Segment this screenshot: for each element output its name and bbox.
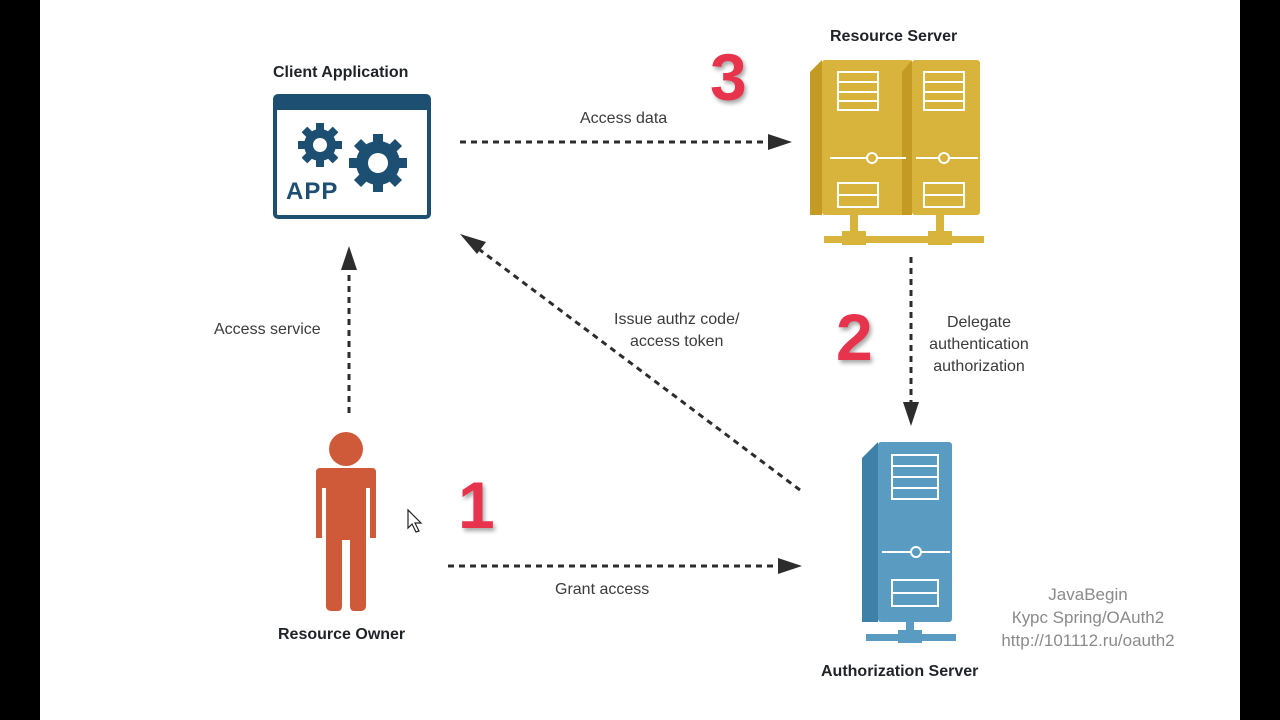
watermark: JavaBegin Курс Spring/OAuth2 http://1011…: [968, 583, 1208, 652]
authorization-server-icon: [862, 442, 956, 643]
diagram-graphics: [273, 60, 984, 643]
resource-server-icon: [810, 60, 984, 245]
watermark-line1: JavaBegin: [1048, 585, 1128, 604]
authorization-server-title: Authorization Server: [821, 663, 979, 680]
edge-label-grant-access: Grant access: [555, 581, 650, 598]
arrow-issue-token: [479, 248, 801, 492]
arrow-delegate-head: [903, 402, 919, 426]
resource-owner-icon: [316, 432, 376, 611]
arrow-access-data-head: [768, 134, 792, 150]
watermark-line2: Курс Spring/OAuth2: [1011, 608, 1165, 627]
watermark-line3: http://101112.ru/oauth2: [1001, 631, 1175, 650]
client-application-title: Client Application: [273, 64, 409, 81]
edge-label-delegate-line3: authorization: [933, 358, 1025, 375]
edge-label-delegate-line1: Delegate: [946, 314, 1012, 331]
resource-server-title: Resource Server: [830, 28, 958, 45]
edge-label-issue-token: Issue authz code/ access token: [614, 309, 739, 353]
client-application-icon: [273, 94, 431, 219]
edge-label-issue-token-line1: Issue authz code/: [614, 311, 740, 328]
edge-label-issue-token-line2: access token: [630, 333, 724, 350]
app-label: APP: [286, 178, 339, 205]
edge-label-delegate: Delegate authentication authorization: [920, 312, 1038, 378]
arrow-grant-access-head: [778, 558, 802, 574]
edge-label-delegate-line2: authentication: [929, 336, 1029, 353]
arrow-issue-token-head: [460, 234, 486, 254]
step-number-1: 1: [458, 468, 495, 542]
arrow-access-service-head: [341, 246, 357, 270]
step-number-3: 3: [710, 40, 747, 114]
edge-label-access-data: Access data: [580, 110, 668, 127]
resource-owner-title: Resource Owner: [278, 626, 406, 643]
edge-label-access-service: Access service: [214, 321, 321, 338]
mouse-cursor-icon: [407, 508, 423, 533]
diagram-canvas: APP Client Application Resource Server A…: [40, 0, 1240, 720]
step-number-2: 2: [836, 300, 873, 374]
